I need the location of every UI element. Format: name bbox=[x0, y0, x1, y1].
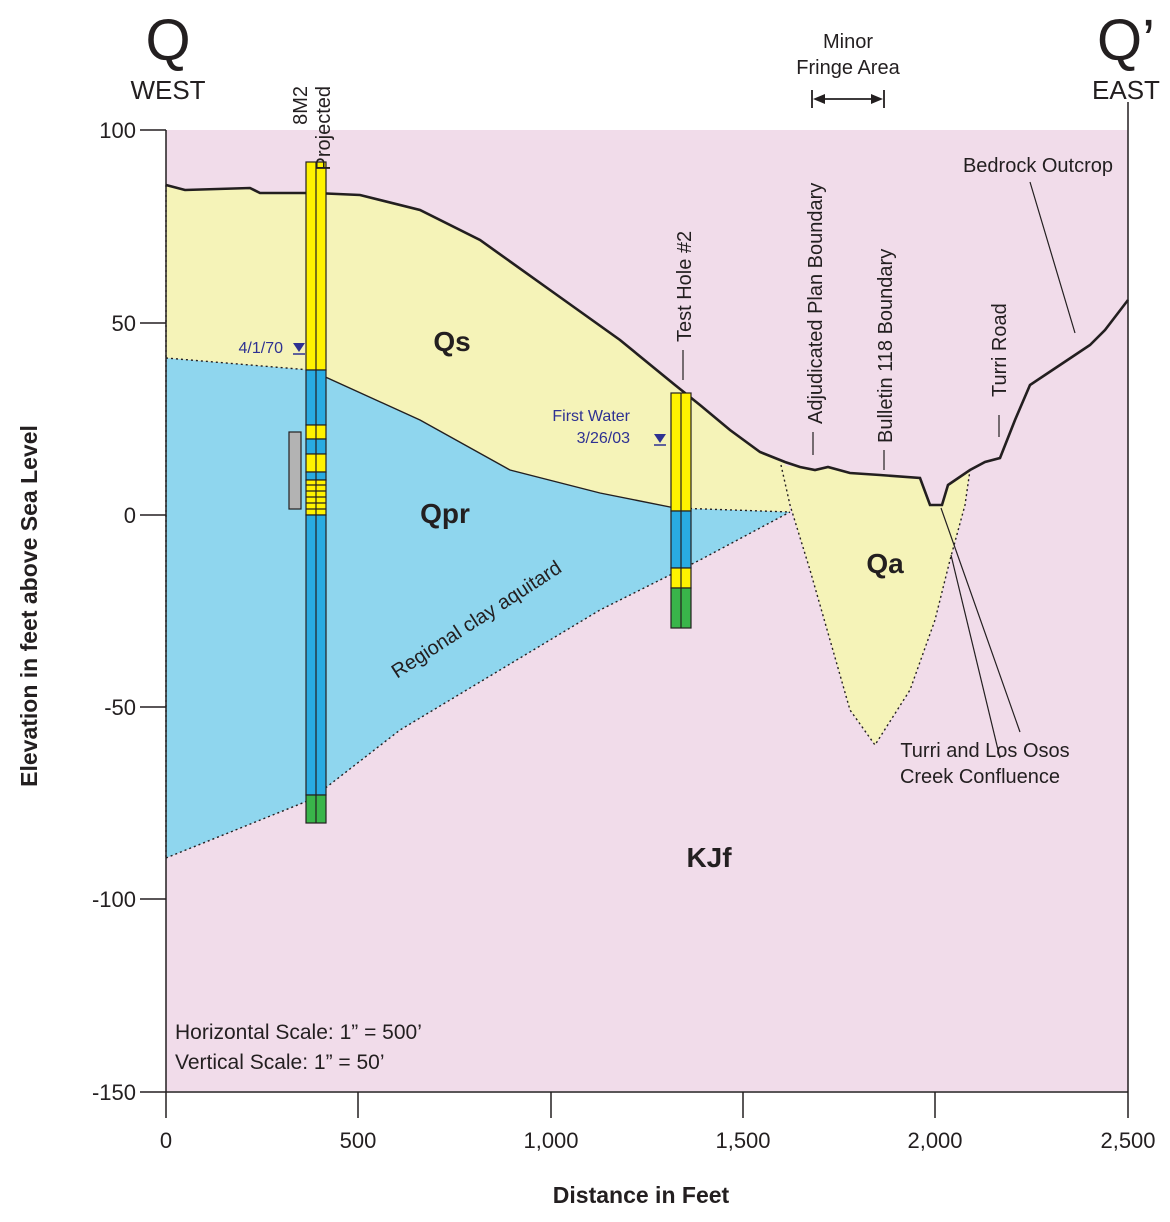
section-west-label: WEST bbox=[130, 75, 205, 105]
ground-surface-line bbox=[165, 183, 1130, 507]
y-tick-label: 50 bbox=[112, 311, 136, 336]
contact-qs-qpr bbox=[309, 369, 676, 509]
vertical-scale-label: Vertical Scale: 1” = 50’ bbox=[175, 1051, 385, 1074]
bedrock-outcrop-leader bbox=[1029, 181, 1076, 334]
turri-road-label: Turri Road bbox=[989, 303, 1011, 397]
confluence-leader-1 bbox=[940, 507, 1021, 733]
well-8m2-label-projected: Projected bbox=[313, 86, 335, 171]
first-water-date: 3/26/03 bbox=[577, 430, 630, 447]
x-tick-label: 2,500 bbox=[1100, 1128, 1155, 1153]
bulletin-boundary-label: Bulletin 118 Boundary bbox=[875, 249, 897, 443]
axes-lines bbox=[140, 102, 1129, 1118]
adjudicated-boundary-label: Adjudicated Plan Boundary bbox=[805, 183, 827, 424]
screen-interval-marker bbox=[288, 431, 302, 510]
well-8m2-label: 8M2 bbox=[290, 86, 312, 125]
x-tick-label: 2,000 bbox=[907, 1128, 962, 1153]
unit-label-qpr: Qpr bbox=[420, 498, 470, 529]
section-east-letter: Q’ bbox=[1097, 8, 1155, 73]
unit-label-qa: Qa bbox=[866, 548, 904, 579]
bedrock-outcrop-label: Bedrock Outcrop bbox=[963, 155, 1113, 177]
test-hole-label: Test Hole #2 bbox=[674, 231, 696, 342]
x-tick-label: 500 bbox=[340, 1128, 377, 1153]
water-level-8m2-icon bbox=[293, 343, 305, 352]
test-hole-2 bbox=[670, 392, 692, 629]
well-8m2 bbox=[305, 161, 327, 824]
section-east-label: EAST bbox=[1092, 75, 1160, 105]
x-tick-label: 1,500 bbox=[715, 1128, 770, 1153]
unit-qa-area bbox=[781, 465, 970, 745]
y-tick-label: -50 bbox=[104, 695, 136, 720]
unit-label-qs: Qs bbox=[433, 326, 470, 357]
first-water-label: First Water bbox=[552, 408, 630, 425]
x-tick-label: 0 bbox=[160, 1128, 172, 1153]
confluence-label-1: Turri and Los Osos bbox=[900, 740, 1069, 762]
confluence-leader-2 bbox=[950, 554, 1001, 759]
fringe-area-arrow bbox=[811, 90, 885, 108]
section-west-letter: Q bbox=[145, 8, 190, 73]
horizontal-scale-label: Horizontal Scale: 1” = 500’ bbox=[175, 1021, 422, 1044]
confluence-label-2: Creek Confluence bbox=[900, 766, 1060, 788]
water-level-first-water-icon bbox=[654, 434, 666, 443]
x-axis-title: Distance in Feet bbox=[553, 1182, 730, 1208]
y-tick-label: -100 bbox=[92, 887, 136, 912]
y-tick-label: 0 bbox=[124, 503, 136, 528]
x-tick-label: 1,000 bbox=[523, 1128, 578, 1153]
water-level-8m2-date: 4/1/70 bbox=[239, 340, 284, 357]
y-tick-label: 100 bbox=[99, 118, 136, 143]
fringe-area-label-2: Fringe Area bbox=[796, 57, 900, 79]
unit-label-kjf: KJf bbox=[686, 842, 732, 873]
fringe-area-label-1: Minor bbox=[823, 31, 873, 53]
water-level-markers bbox=[293, 343, 666, 446]
y-tick-label: -150 bbox=[92, 1080, 136, 1105]
y-axis-title: Elevation in feet above Sea Level bbox=[16, 425, 42, 787]
